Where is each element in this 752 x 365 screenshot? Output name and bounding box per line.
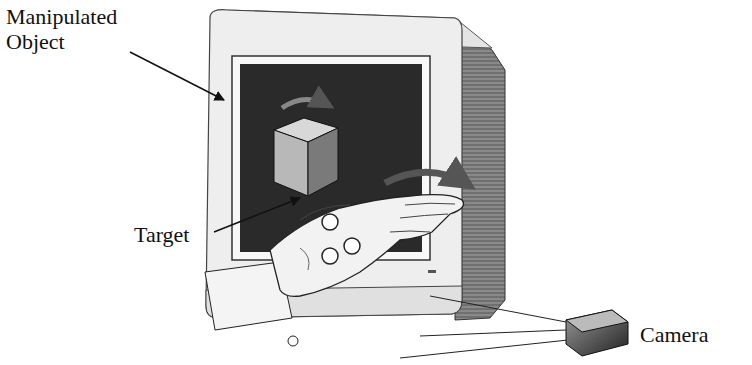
camera [400, 296, 628, 358]
callout-label: Camera [640, 322, 745, 347]
cube [274, 99, 338, 196]
hand [205, 172, 470, 346]
callout-label: Manipulated Object [6, 4, 136, 54]
callout-label: Target [134, 222, 224, 247]
leader-arrow [130, 52, 224, 100]
leader-arrow [214, 198, 300, 232]
